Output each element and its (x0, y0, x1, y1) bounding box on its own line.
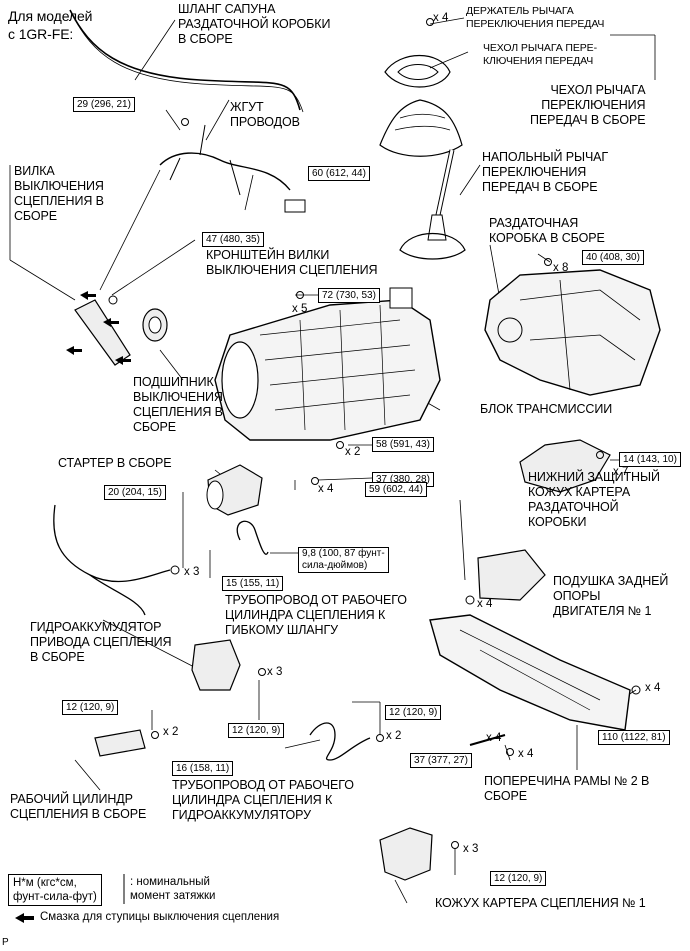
quantity-label: x 2 (163, 726, 179, 738)
label-lever-boot-assy: ЧЕХОЛ РЫЧАГА ПЕРЕКЛЮЧЕНИЯ ПЕРЕДАЧ В СБОР… (530, 83, 646, 127)
label-wire-harness: ЖГУТ ПРОВОДОВ (230, 100, 300, 129)
quantity-label: x 3 (463, 843, 479, 855)
label-rear-mount: ПОДУШКА ЗАДНЕЙ ОПОРЫ ДВИГАТЕЛЯ № 1 (553, 574, 669, 618)
label-release-fork: ВИЛКА ВЫКЛЮЧЕНИЯ СЦЕПЛЕНИЯ В СБОРЕ (14, 164, 104, 223)
label-transmission: БЛОК ТРАНСМИССИИ (480, 402, 613, 416)
label-lever-boot: ЧЕХОЛ РЫЧАГА ПЕРЕ- КЛЮЧЕНИЯ ПЕРЕДАЧ (483, 42, 597, 67)
label-lever-retainer: ДЕРЖАТЕЛЬ РЫЧАГА ПЕРЕКЛЮЧЕНИЯ ПЕРЕДАЧ (466, 5, 605, 30)
quantity-label: x 5 (292, 303, 308, 315)
torque-box: 47 (480, 35) (202, 232, 264, 247)
quantity-label: x 7 (613, 466, 629, 478)
label-breather-hose: ШЛАНГ САПУНА РАЗДАТОЧНОЙ КОРОБКИ В СБОРЕ (178, 2, 331, 46)
torque-box: 58 (591, 43) (372, 437, 434, 452)
models-note: Для моделей с 1GR-FE: (8, 8, 93, 42)
quantity-label: x 8 (553, 262, 569, 274)
label-tube-to-hose: ТРУБОПРОВОД ОТ РАБОЧЕГО ЦИЛИНДРА СЦЕПЛЕН… (225, 593, 407, 637)
label-fork-bracket: КРОНШТЕЙН ВИЛКИ ВЫКЛЮЧЕНИЯ СЦЕПЛЕНИЯ (206, 248, 378, 277)
quantity-label: x 4 (477, 598, 493, 610)
torque-box: 16 (158, 11) (172, 761, 234, 776)
label-crossmember: ПОПЕРЕЧИНА РАМЫ № 2 В СБОРЕ (484, 774, 650, 803)
torque-box: 37 (377, 27) (410, 753, 472, 768)
label-transfer-case: РАЗДАТОЧНАЯ КОРОБКА В СБОРЕ (489, 216, 605, 245)
page-marker: P (2, 937, 9, 948)
quantity-label: x 4 (433, 12, 449, 24)
torque-box: 72 (730, 53) (318, 288, 380, 303)
torque-box: 9,8 (100, 87 фунт- сила-дюймов) (298, 547, 389, 573)
legend-grease-note: Смазка для ступицы выключения сцепления (40, 911, 280, 923)
quantity-label: x 4 (645, 682, 661, 694)
label-clutch-housing-cover: КОЖУХ КАРТЕРА СЦЕПЛЕНИЯ № 1 (435, 896, 646, 910)
torque-box: 40 (408, 30) (582, 250, 644, 265)
label-floor-shift-lever: НАПОЛЬНЫЙ РЫЧАГ ПЕРЕКЛЮЧЕНИЯ ПЕРЕДАЧ В С… (482, 150, 609, 194)
label-lower-cover: НИЖНИЙ ЗАЩИТНЫЙ КОЖУХ КАРТЕРА РАЗДАТОЧНО… (528, 470, 660, 529)
label-starter: СТАРТЕР В СБОРЕ (58, 456, 172, 470)
label-accumulator: ГИДРОАККУМУЛЯТОР ПРИВОДА СЦЕПЛЕНИЯ В СБО… (30, 620, 172, 664)
torque-box: 12 (120, 9) (228, 723, 285, 738)
legend-unit-box: Н*м (кгс*см, фунт-сила-фут) (8, 874, 102, 906)
quantity-label: x 2 (345, 446, 361, 458)
torque-box: 20 (204, 15) (104, 485, 166, 500)
torque-box: 12 (120, 9) (385, 705, 442, 720)
quantity-label: x 2 (386, 730, 402, 742)
legend-unit-description: : номинальный момент затяжки (130, 876, 216, 902)
label-release-cylinder: РАБОЧИЙ ЦИЛИНДР СЦЕПЛЕНИЯ В СБОРЕ (10, 792, 147, 821)
quantity-label: x 4 (518, 748, 534, 760)
quantity-label: x 4 (318, 483, 334, 495)
label-release-bearing: ПОДШИПНИК ВЫКЛЮЧЕНИЯ СЦЕПЛЕНИЯ В СБОРЕ (133, 375, 223, 434)
quantity-label: x 4 (486, 732, 502, 744)
torque-box: 15 (155, 11) (222, 576, 284, 591)
label-tube-to-accumulator: ТРУБОПРОВОД ОТ РАБОЧЕГО ЦИЛИНДРА СЦЕПЛЕН… (172, 778, 354, 822)
torque-box: 12 (120, 9) (62, 700, 119, 715)
torque-box: 29 (296, 21) (73, 97, 135, 112)
torque-box: 12 (120, 9) (490, 871, 547, 886)
quantity-label: x 3 (267, 666, 283, 678)
torque-box: 59 (602, 44) (365, 482, 427, 497)
torque-box: 60 (612, 44) (308, 166, 370, 181)
torque-box: 110 (1122, 81) (598, 730, 670, 745)
quantity-label: x 3 (184, 566, 200, 578)
torque-box: 14 (143, 10) (619, 452, 681, 467)
